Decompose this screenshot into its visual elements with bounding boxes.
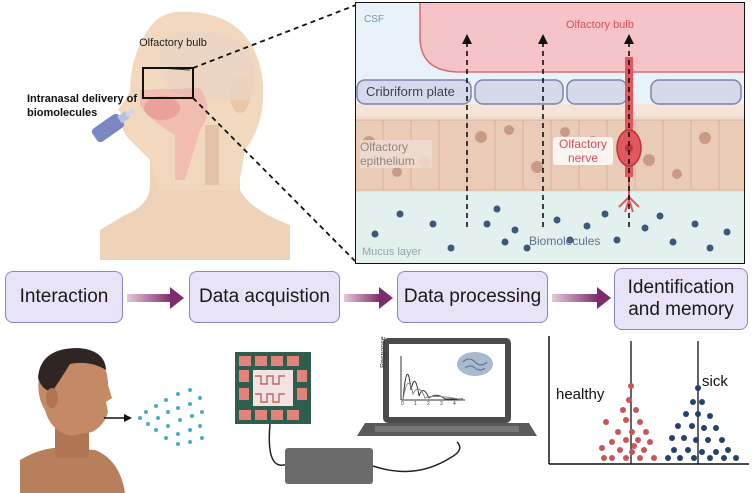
healthy-points [599, 383, 657, 461]
step-interaction: Interaction [5, 271, 123, 323]
step-data-processing-label: Data processing [403, 286, 542, 308]
sick-points [665, 385, 739, 461]
intranasal-delivery-label: Intranasal delivery of biomolecules [27, 93, 138, 119]
laptop-tick-2: 2 [427, 401, 430, 407]
laptop-response-label: Response [380, 336, 387, 368]
step-identification-memory: Identification and memory [614, 268, 748, 330]
inset-olfactory-bulb-label: Olfactory bulb [566, 19, 634, 31]
sick-label: sick [702, 373, 728, 390]
step-data-processing: Data processing [397, 271, 548, 323]
person-illustration [20, 348, 204, 493]
arrow-2 [344, 287, 393, 309]
head-illustration [91, 11, 290, 260]
mucus-layer-label: Mucus layer [362, 246, 422, 258]
arrow-1 [127, 287, 184, 309]
laptop-tick-0: 0 [401, 401, 404, 407]
step-data-acquisition: Data acquistion [189, 271, 340, 323]
step-interaction-label: Interaction [19, 286, 109, 308]
step-identification-memory-label: Identification and memory [627, 277, 735, 320]
laptop-tick-4: 4 [453, 401, 456, 407]
olfactory-nerve-label: Olfactory nerve [553, 137, 613, 165]
cribriform-plate-label: Cribriform plate [366, 84, 455, 99]
arrow-3 [552, 287, 611, 309]
laptop-tick-1: 1 [414, 401, 417, 407]
olfactory-bulb-label: Olfactory bulb [139, 37, 207, 49]
step-data-acquisition-label: Data acquistion [199, 286, 330, 308]
laptop-tick-3: 3 [440, 401, 443, 407]
olfactory-inset [355, 2, 745, 264]
csf-label: CSF [364, 14, 384, 25]
hardware-illustration [235, 338, 537, 484]
zoom-lines [192, 4, 357, 263]
identification-dotplot [548, 336, 749, 465]
healthy-label: healthy [556, 386, 605, 403]
biomolecules-label: Biomolecules [529, 234, 601, 248]
epithelium-label: Olfactory epithelium [360, 140, 432, 168]
step-arrows [127, 287, 611, 309]
